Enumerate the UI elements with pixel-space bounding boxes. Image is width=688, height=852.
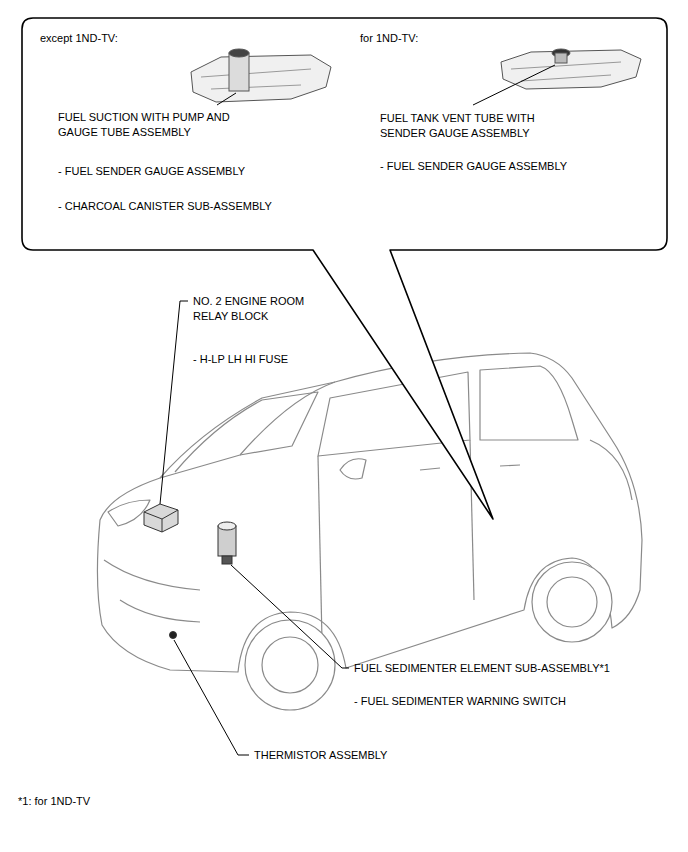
part-name: FUEL SEDIMENTER ELEMENT SUB-ASSEMBLY*1: [354, 661, 610, 676]
fuel-tank-illustration: [191, 49, 641, 102]
part-name: THERMISTOR ASSEMBLY: [254, 748, 387, 763]
variant-heading: except 1ND-TV:: [40, 31, 118, 46]
callout-balloon: except 1ND-TV: FUEL SUCTION WITH PUMP AND…: [21, 17, 668, 520]
part-name: FUEL SUCTION WITH PUMP AND GAUGE TUBE AS…: [58, 110, 258, 140]
part-name: - FUEL SEDIMENTER WARNING SWITCH: [354, 694, 566, 709]
part-name: - FUEL SENDER GAUGE ASSEMBLY: [380, 159, 567, 174]
part-name: FUEL TANK VENT TUBE WITH SENDER GAUGE AS…: [380, 111, 570, 141]
part-name: - H-LP LH HI FUSE: [193, 352, 288, 367]
part-name: NO. 2 ENGINE ROOM RELAY BLOCK: [193, 294, 333, 324]
callout-balloon: [21, 17, 668, 520]
part-name: - FUEL SENDER GAUGE ASSEMBLY: [58, 164, 245, 179]
footnote: *1: for 1ND-TV: [18, 794, 90, 809]
part-name: - CHARCOAL CANISTER SUB-ASSEMBLY: [58, 199, 272, 214]
variant-heading: for 1ND-TV:: [360, 31, 418, 46]
leader-line: [217, 65, 555, 105]
